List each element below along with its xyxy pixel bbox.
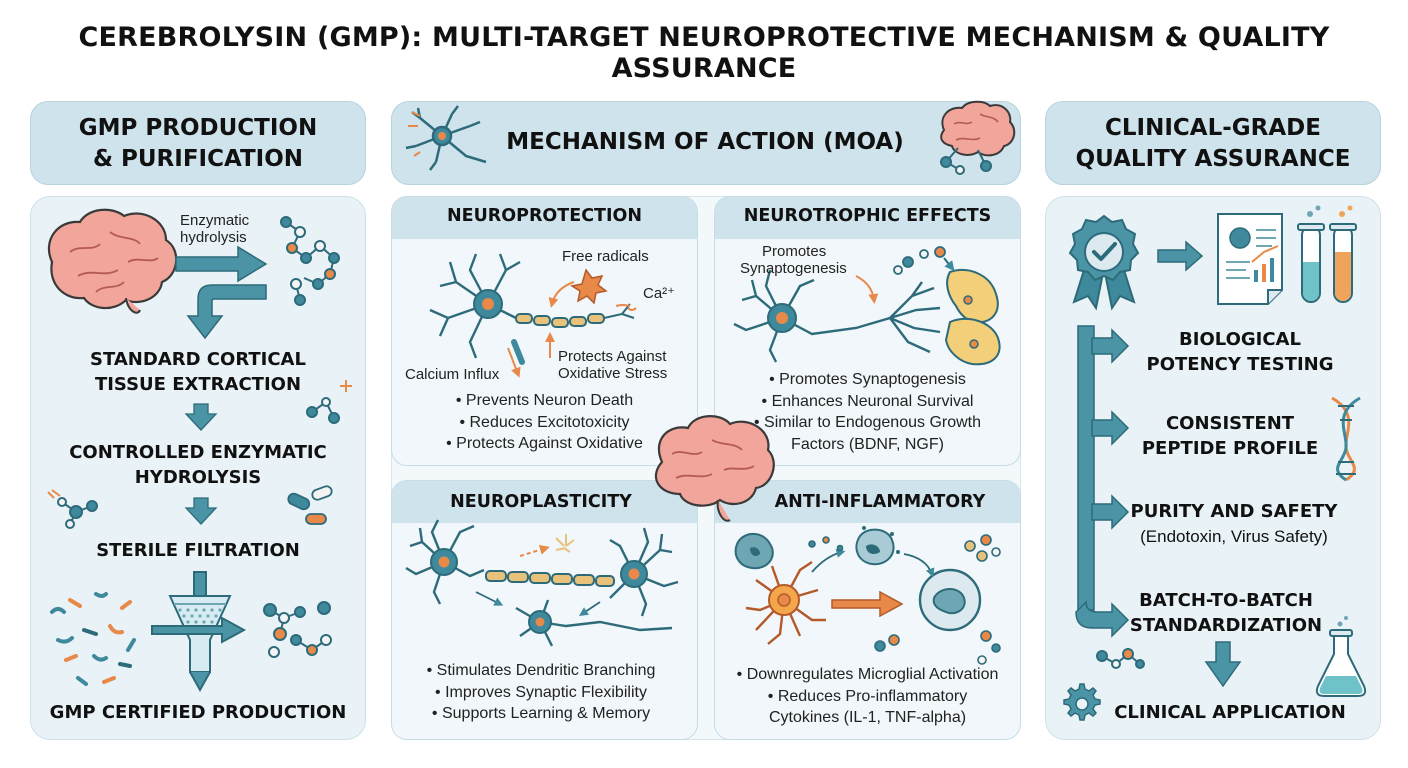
production-heading: GMP PRODUCTION & PURIFICATION xyxy=(30,113,366,175)
flask-icon xyxy=(1315,616,1367,697)
qa-heading: CLINICAL-GRADE QUALITY ASSURANCE xyxy=(1045,113,1381,175)
promotes-line-2: Synaptogenesis xyxy=(740,260,847,277)
qa-line: BIOLOGICAL xyxy=(1179,329,1301,350)
gear-icon xyxy=(1063,683,1101,721)
bullet: • Similar to Endogenous Growth xyxy=(753,414,982,431)
qa-item-purity: PURITY AND SAFETY (Endotoxin, Virus Safe… xyxy=(1114,499,1354,549)
bullet: • Supports Learning & Memory xyxy=(431,705,651,722)
test-tubes-icon xyxy=(1297,205,1357,303)
qa-line: STANDARDIZATION xyxy=(1129,615,1323,636)
neurotrophic-title: NEUROTROPHIC EFFECTS xyxy=(743,206,992,226)
qa-item-peptide: CONSISTENT PEPTIDE PROFILE xyxy=(1130,411,1330,461)
bullet: Cytokines (IL-1, TNF-alpha) xyxy=(768,709,967,726)
qa-line: POTENCY TESTING xyxy=(1146,354,1334,375)
qa-line: PEPTIDE PROFILE xyxy=(1141,438,1319,459)
certificate-icon xyxy=(1217,213,1283,305)
bullet: • Reduces Pro-inflammatory xyxy=(767,687,968,705)
bullet: • Protects Against Oxidative xyxy=(446,435,643,452)
neuroprotection-bullets: • Prevents Neuron Death • Reduces Excito… xyxy=(391,390,698,455)
moa-heading: MECHANISM OF ACTION (MOA) xyxy=(506,129,904,155)
bullet: Factors (BDNF, NGF) xyxy=(791,435,944,453)
step-3-line-1: STERILE FILTRATION xyxy=(96,540,300,561)
brain-icon xyxy=(47,208,178,314)
page-title: CEREBROLYSIN (GMP): MULTI-TARGET NEUROPR… xyxy=(78,22,1330,84)
peptide-molecule-icon xyxy=(280,216,340,306)
bullet: • Downregulates Microglial Activation xyxy=(736,666,999,683)
production-header-pill xyxy=(30,101,366,185)
bullet: • Prevents Neuron Death xyxy=(455,392,634,409)
protects-against-label: Protects Against Oxidative Stress xyxy=(558,348,667,382)
macrophage-icon xyxy=(918,568,982,632)
brain-icon xyxy=(654,415,775,522)
quality-badge-icon xyxy=(1068,214,1140,311)
microglia-cell-icon xyxy=(745,561,826,645)
neuroplasticity-title: NEUROPLASTICITY xyxy=(450,492,632,512)
qa-line: BATCH-TO-BATCH xyxy=(1139,590,1313,611)
step-gmp-certified: GMP CERTIFIED PRODUCTION xyxy=(30,700,366,725)
bullet: • Enhances Neuronal Survival xyxy=(761,392,974,410)
free-radicals-label: Free radicals xyxy=(562,248,649,265)
step-2-line-2: HYDROLYSIS xyxy=(134,467,262,488)
step-1-line-2: TISSUE EXTRACTION xyxy=(94,374,302,395)
qa-item-potency: BIOLOGICAL POTENCY TESTING xyxy=(1140,327,1340,377)
neuroprotection-title: NEUROPROTECTION xyxy=(446,206,643,226)
step-2-line-1: CONTROLLED ENZYMATIC xyxy=(69,442,327,463)
qa-header-pill xyxy=(1045,101,1381,185)
moa-header-pill xyxy=(391,101,1021,185)
step-sterile-filtration: STERILE FILTRATION xyxy=(30,538,366,563)
calcium-symbol-label: Ca²⁺ xyxy=(643,285,676,302)
calcium-influx-label: Calcium Influx xyxy=(405,366,500,383)
promotes-synaptogenesis-label: Promotes Synaptogenesis xyxy=(740,243,847,277)
qa-heading-line-1: CLINICAL-GRADE xyxy=(1105,115,1321,141)
step-1-line-1: STANDARD CORTICAL xyxy=(90,349,306,370)
protects-line-1: Protects Against xyxy=(558,348,667,365)
protects-line-2: Oxidative Stress xyxy=(558,365,668,382)
enzymatic-hydrolysis-label: Enzymatic hydrolysis xyxy=(180,212,280,246)
neurotrophic-bullets: • Promotes Synaptogenesis • Enhances Neu… xyxy=(714,369,1021,455)
production-heading-line-1: GMP PRODUCTION xyxy=(78,115,318,141)
step-enzymatic-hydrolysis: CONTROLLED ENZYMATIC HYDROLYSIS xyxy=(30,440,366,490)
qa-sub-line: (Endotoxin, Virus Safety) xyxy=(1140,527,1328,546)
bullet: • Improves Synaptic Flexibility xyxy=(435,683,647,701)
bullet: • Stimulates Dendritic Branching xyxy=(426,662,656,679)
bullet: • Reduces Excitotoxicity xyxy=(459,413,630,431)
step-4-line-1: GMP CERTIFIED PRODUCTION xyxy=(49,702,347,723)
qa-line: PURITY AND SAFETY xyxy=(1130,501,1338,522)
enzymatic-label-line-2: hydrolysis xyxy=(180,229,247,246)
brain-icon xyxy=(940,100,1016,157)
qa-item-batch: BATCH-TO-BATCH STANDARDIZATION xyxy=(1126,588,1326,638)
promotes-line-1: Promotes xyxy=(762,243,827,260)
qa-final-clinical-application: CLINICAL APPLICATION xyxy=(1114,702,1346,723)
dna-icon xyxy=(1331,396,1361,482)
step-tissue-extraction: STANDARD CORTICAL TISSUE EXTRACTION xyxy=(30,347,366,397)
enzymatic-label-line-1: Enzymatic xyxy=(180,212,250,229)
qa-line: CONSISTENT xyxy=(1165,413,1295,434)
anti-inflammatory-title: ANTI-INFLAMMATORY xyxy=(774,492,986,512)
anti-inflammatory-bullets: • Downregulates Microglial Activation • … xyxy=(714,664,1021,729)
bullet: • Promotes Synaptogenesis xyxy=(769,371,966,388)
neuroplasticity-bullets: • Stimulates Dendritic Branching • Impro… xyxy=(391,660,691,725)
qa-heading-line-2: QUALITY ASSURANCE xyxy=(1075,146,1351,172)
filter-funnel-icon xyxy=(151,571,247,693)
production-heading-line-2: & PURIFICATION xyxy=(92,146,304,172)
